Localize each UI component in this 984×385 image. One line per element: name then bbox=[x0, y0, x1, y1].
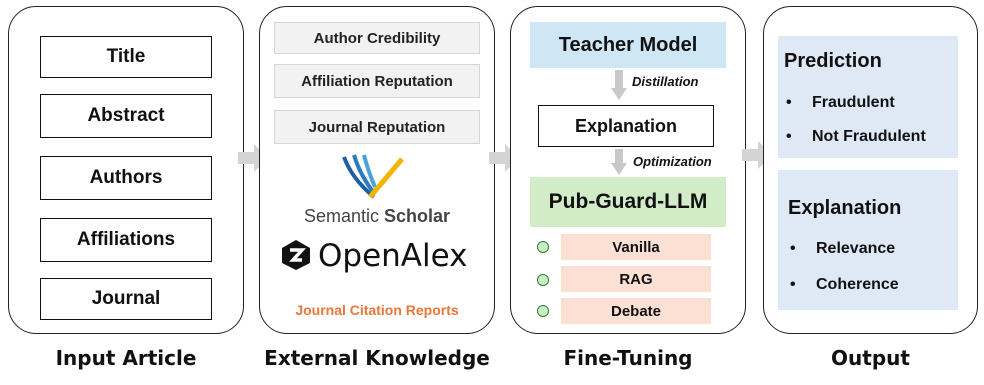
external-knowledge-panel bbox=[259, 6, 495, 334]
rag-radio-icon bbox=[537, 274, 549, 286]
input-authors-box: Authors bbox=[40, 156, 212, 200]
vanilla-box: Vanilla bbox=[561, 234, 711, 260]
affiliation-reputation-box: Affiliation Reputation bbox=[274, 64, 480, 98]
journal-citation-reports-text: Journal Citation Reports bbox=[295, 302, 459, 318]
input-journal-box: Journal bbox=[40, 278, 212, 320]
fine-tuning-label: Fine-Tuning bbox=[563, 346, 693, 370]
distillation-arrow-icon bbox=[611, 70, 627, 100]
prediction-item-fraudulent: •Fraudulent bbox=[786, 94, 895, 111]
semantic-scholar-logo-icon bbox=[342, 154, 404, 199]
explanation-output-title: Explanation bbox=[788, 197, 902, 219]
input-abstract-box: Abstract bbox=[40, 94, 212, 138]
author-credibility-box: Author Credibility bbox=[274, 22, 480, 54]
debate-radio-icon bbox=[537, 305, 549, 317]
debate-box: Debate bbox=[561, 298, 711, 324]
prediction-title: Prediction bbox=[784, 50, 882, 72]
explanation-item-coherence: •Coherence bbox=[790, 276, 899, 293]
rag-box: RAG bbox=[561, 266, 711, 292]
optimization-arrow-icon bbox=[611, 149, 627, 175]
explanation-output-box bbox=[778, 170, 958, 310]
vanilla-radio-icon bbox=[537, 241, 549, 253]
prediction-item-not-fraudulent: •Not Fraudulent bbox=[786, 128, 926, 145]
input-affiliations-box: Affiliations bbox=[40, 218, 212, 262]
input-title-box: Title bbox=[40, 36, 212, 78]
optimization-label: Optimization bbox=[633, 154, 712, 169]
explanation-box: Explanation bbox=[538, 105, 714, 147]
semantic-scholar-text: Semantic Scholar bbox=[303, 206, 451, 226]
pub-guard-llm-box: Pub-Guard-LLM bbox=[530, 177, 726, 227]
openalex-text: OpenAlex bbox=[318, 238, 468, 274]
openalex-logo-icon bbox=[282, 240, 310, 270]
external-knowledge-label: External Knowledge bbox=[264, 346, 490, 370]
prediction-box bbox=[778, 36, 958, 158]
journal-reputation-box: Journal Reputation bbox=[274, 110, 480, 144]
input-article-label: Input Article bbox=[55, 346, 197, 370]
distillation-label: Distillation bbox=[632, 74, 699, 89]
teacher-model-box: Teacher Model bbox=[530, 22, 726, 68]
explanation-item-relevance: •Relevance bbox=[790, 240, 896, 257]
output-label: Output bbox=[831, 346, 910, 370]
